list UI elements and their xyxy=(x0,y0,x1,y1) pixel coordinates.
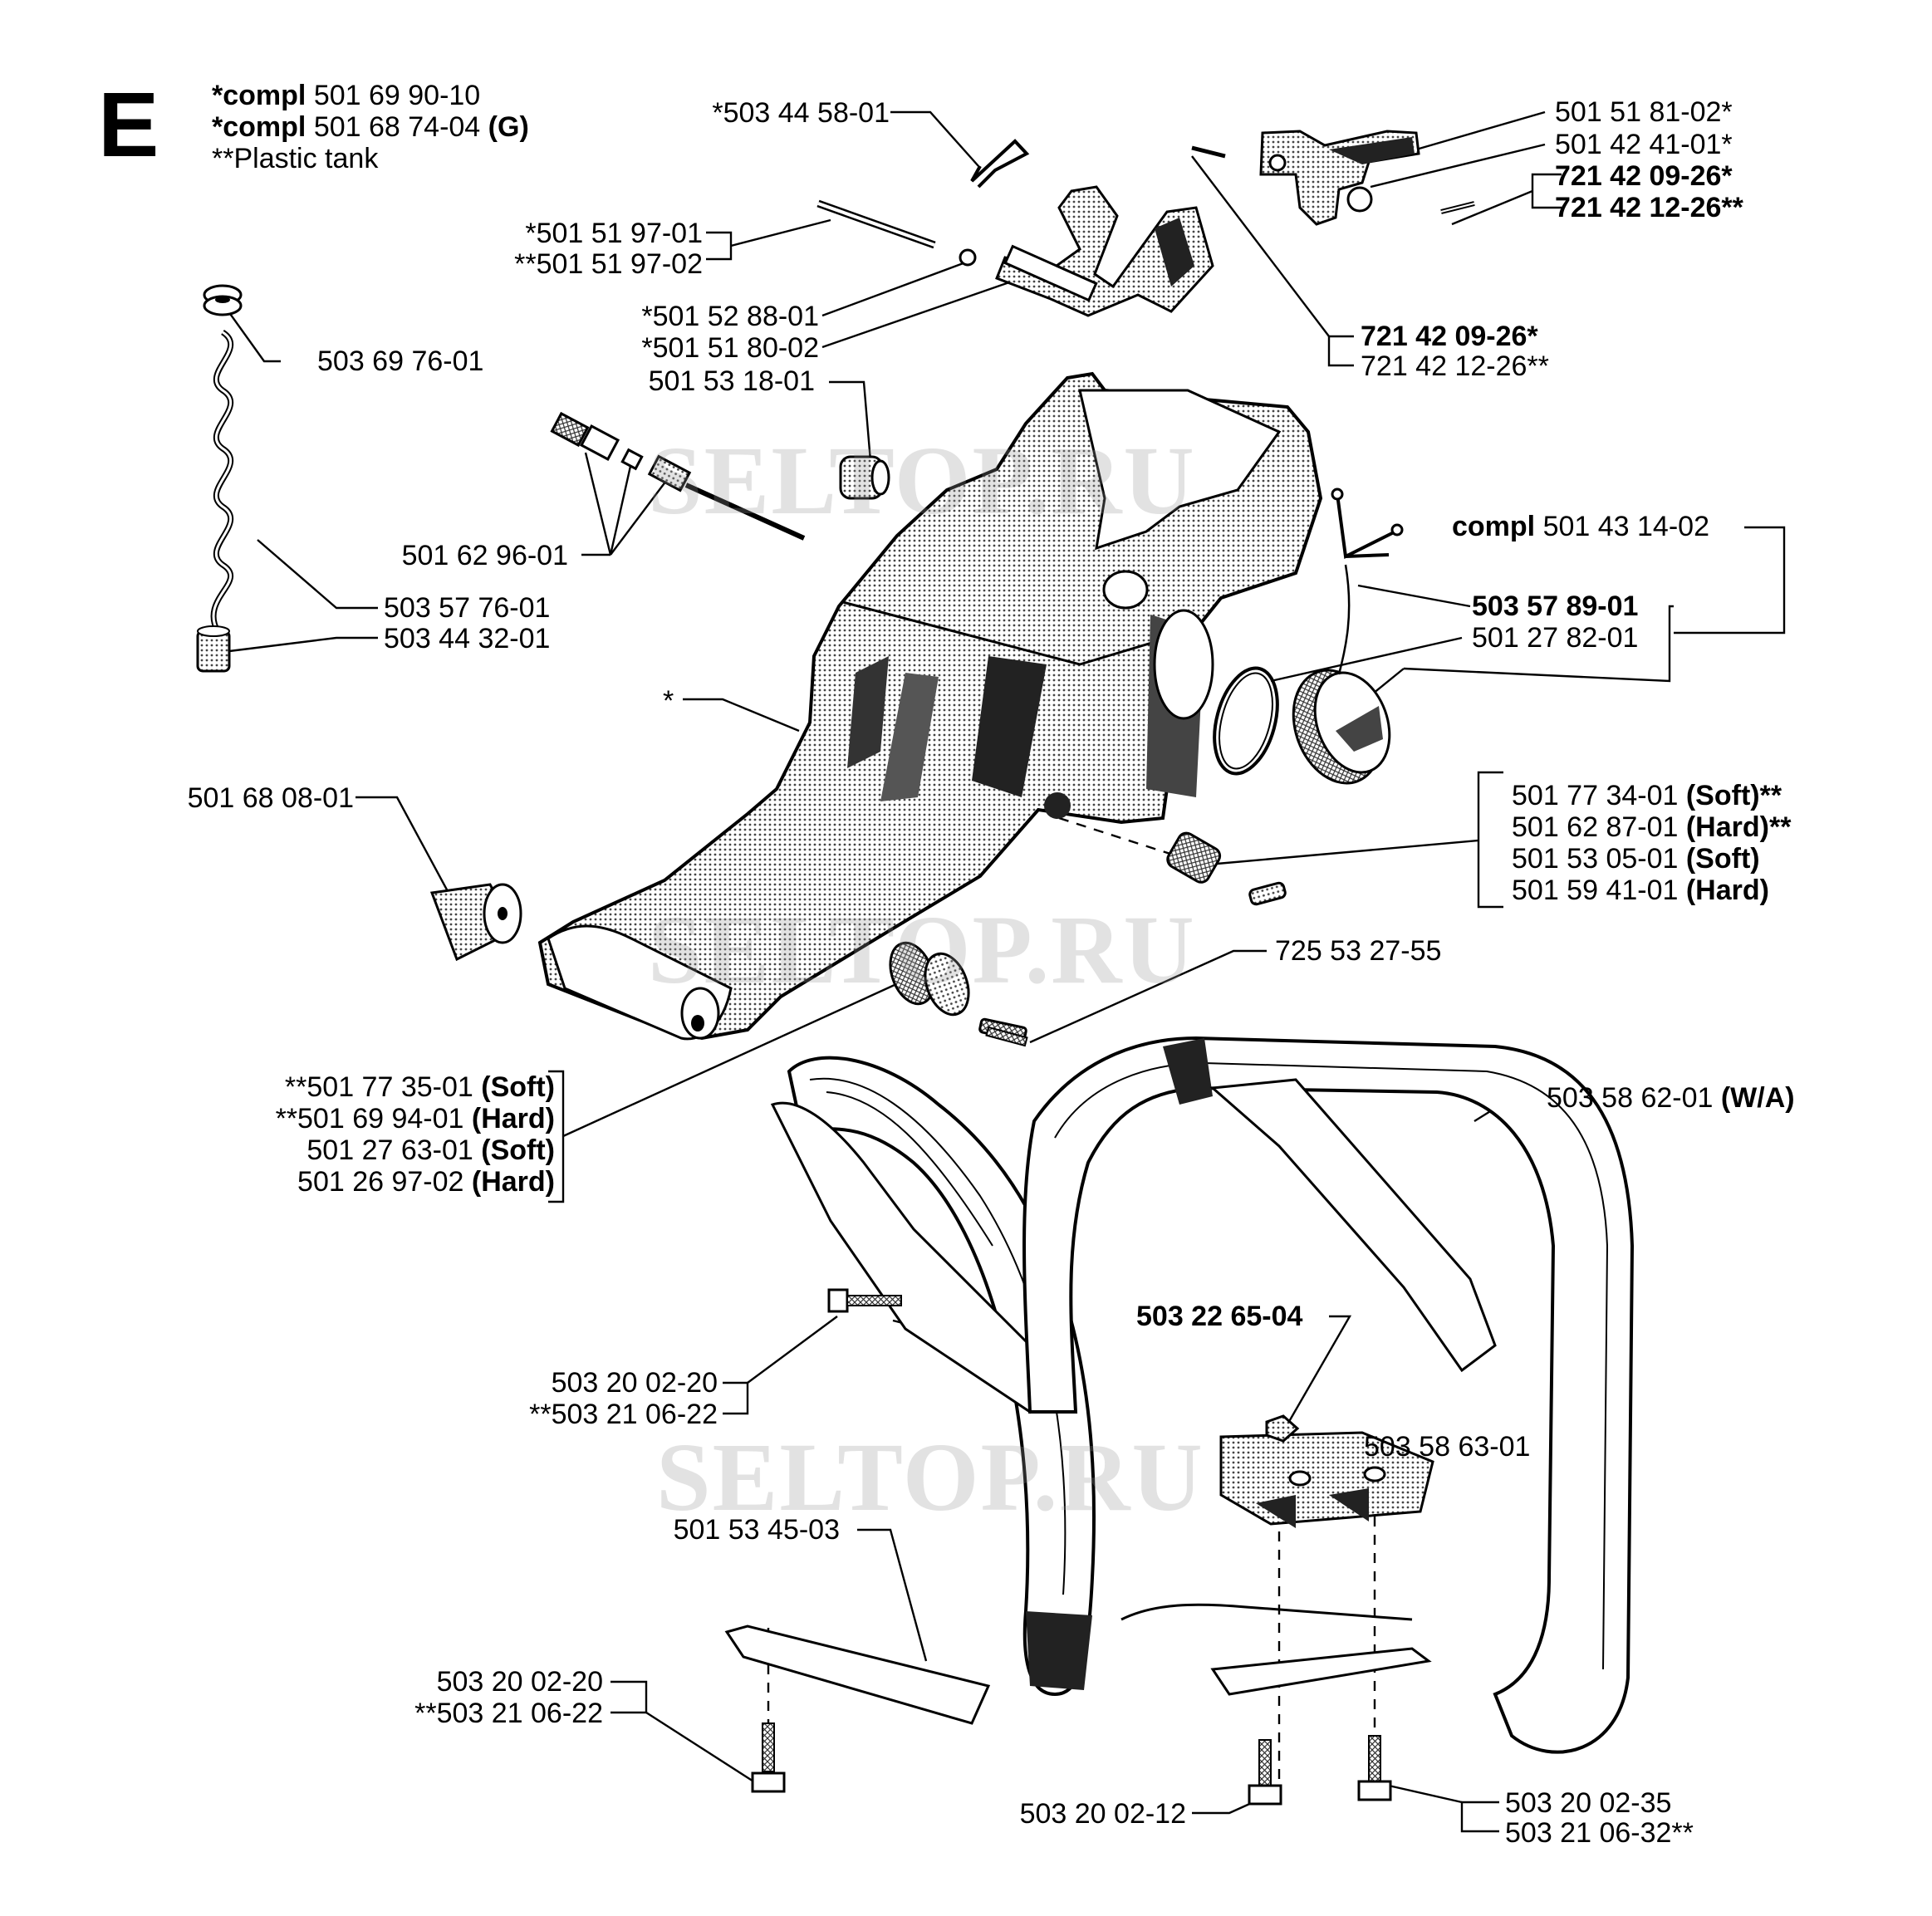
part-label: **501 77 35-01 (Soft) xyxy=(284,1071,555,1103)
rubber-buffer-part xyxy=(429,883,522,962)
o-ring-part xyxy=(1213,666,1279,776)
adjuster-screw-part xyxy=(550,411,806,541)
part-label: 501 27 63-01 (Soft) xyxy=(306,1134,555,1166)
watermark-1: SELTOP.RU xyxy=(648,426,1196,535)
watermark-3: SELTOP.RU xyxy=(656,1423,1204,1531)
section-letter: E xyxy=(98,74,159,176)
av-element-lower-part xyxy=(889,941,1027,1042)
part-label: 503 57 76-01 xyxy=(384,592,551,624)
part-label: 503 20 02-35 xyxy=(1505,1787,1672,1819)
part-label: 721 42 12-26** xyxy=(1361,350,1549,382)
part-label: 503 58 63-01 xyxy=(1364,1431,1531,1463)
part-label: 501 62 87-01 (Hard)** xyxy=(1512,811,1792,843)
part-label: 501 53 05-01 (Soft) xyxy=(1512,843,1760,875)
throttle-rod-part xyxy=(816,199,977,267)
part-label: 503 44 32-01 xyxy=(384,623,551,654)
part-label: 501 77 34-01 (Soft)** xyxy=(1512,780,1782,811)
fuel-tank-body xyxy=(537,371,1323,1041)
part-label: 501 27 82-01 xyxy=(1472,622,1639,654)
part-label: 503 21 06-32** xyxy=(1505,1817,1694,1849)
nut-part xyxy=(1265,1414,1300,1443)
part-label: * xyxy=(663,685,674,717)
part-label: 501 26 97-02 (Hard) xyxy=(297,1166,555,1198)
assembly-header: *compl 501 69 90-10 *compl 501 68 74-04 … xyxy=(212,80,529,174)
part-label: 503 20 02-20 xyxy=(551,1367,718,1399)
part-label: 503 58 62-01 (W/A) xyxy=(1547,1082,1795,1114)
watermark-2: SELTOP.RU xyxy=(648,895,1196,1004)
front-handle-part xyxy=(770,1036,1635,1754)
trigger-part xyxy=(1191,130,1475,226)
part-label: 501 53 45-03 xyxy=(673,1514,840,1546)
part-label: 725 53 27-55 xyxy=(1275,935,1442,967)
part-label: **503 21 06-22 xyxy=(414,1698,603,1729)
part-label: **501 69 94-01 (Hard) xyxy=(275,1103,555,1134)
bolt-parts xyxy=(751,1026,1392,1806)
av-element-right-part xyxy=(1166,831,1287,906)
throttle-lever-part xyxy=(995,185,1214,317)
part-label: 503 22 65-04 xyxy=(1136,1301,1303,1332)
part-label: 721 42 09-26* xyxy=(1361,321,1538,352)
part-label: 501 42 41-01* xyxy=(1555,129,1733,160)
part-label: *501 51 80-02 xyxy=(641,332,819,364)
part-label: 501 51 81-02* xyxy=(1555,96,1733,128)
part-label: compl 501 43 14-02 xyxy=(1452,511,1709,542)
part-label: 503 20 02-12 xyxy=(1019,1798,1186,1830)
part-label: 501 68 08-01 xyxy=(187,782,354,814)
part-label: 721 42 12-26** xyxy=(1555,192,1743,223)
bushing-part xyxy=(839,455,890,500)
part-label: 501 53 18-01 xyxy=(648,365,815,397)
part-label: 501 62 96-01 xyxy=(401,540,568,571)
part-label: *503 44 58-01 xyxy=(712,97,890,129)
part-label: 503 69 76-01 xyxy=(317,345,484,377)
part-label: 503 57 89-01 xyxy=(1472,590,1639,622)
part-label: 503 20 02-20 xyxy=(436,1666,603,1698)
header-line-1: *compl 501 69 90-10 xyxy=(212,80,481,111)
mount-bracket-part xyxy=(724,1431,1434,1725)
part-label: *501 52 88-01 xyxy=(641,301,819,332)
part-label: 501 59 41-01 (Hard) xyxy=(1512,875,1769,906)
part-label: 721 42 09-26* xyxy=(1555,160,1733,192)
header-line-2: *compl 501 68 74-04 (G) xyxy=(212,111,529,143)
part-label: *501 51 97-01 xyxy=(525,218,703,249)
fuel-filter-part xyxy=(196,625,231,673)
fuel-cap-part xyxy=(1292,488,1404,785)
part-label: **503 21 06-22 xyxy=(529,1399,718,1430)
header-line-3: **Plastic tank xyxy=(212,143,379,174)
part-label: **501 51 97-02 xyxy=(514,248,703,280)
spring-clip-part xyxy=(970,139,1030,189)
fuel-hose-part xyxy=(203,284,243,633)
